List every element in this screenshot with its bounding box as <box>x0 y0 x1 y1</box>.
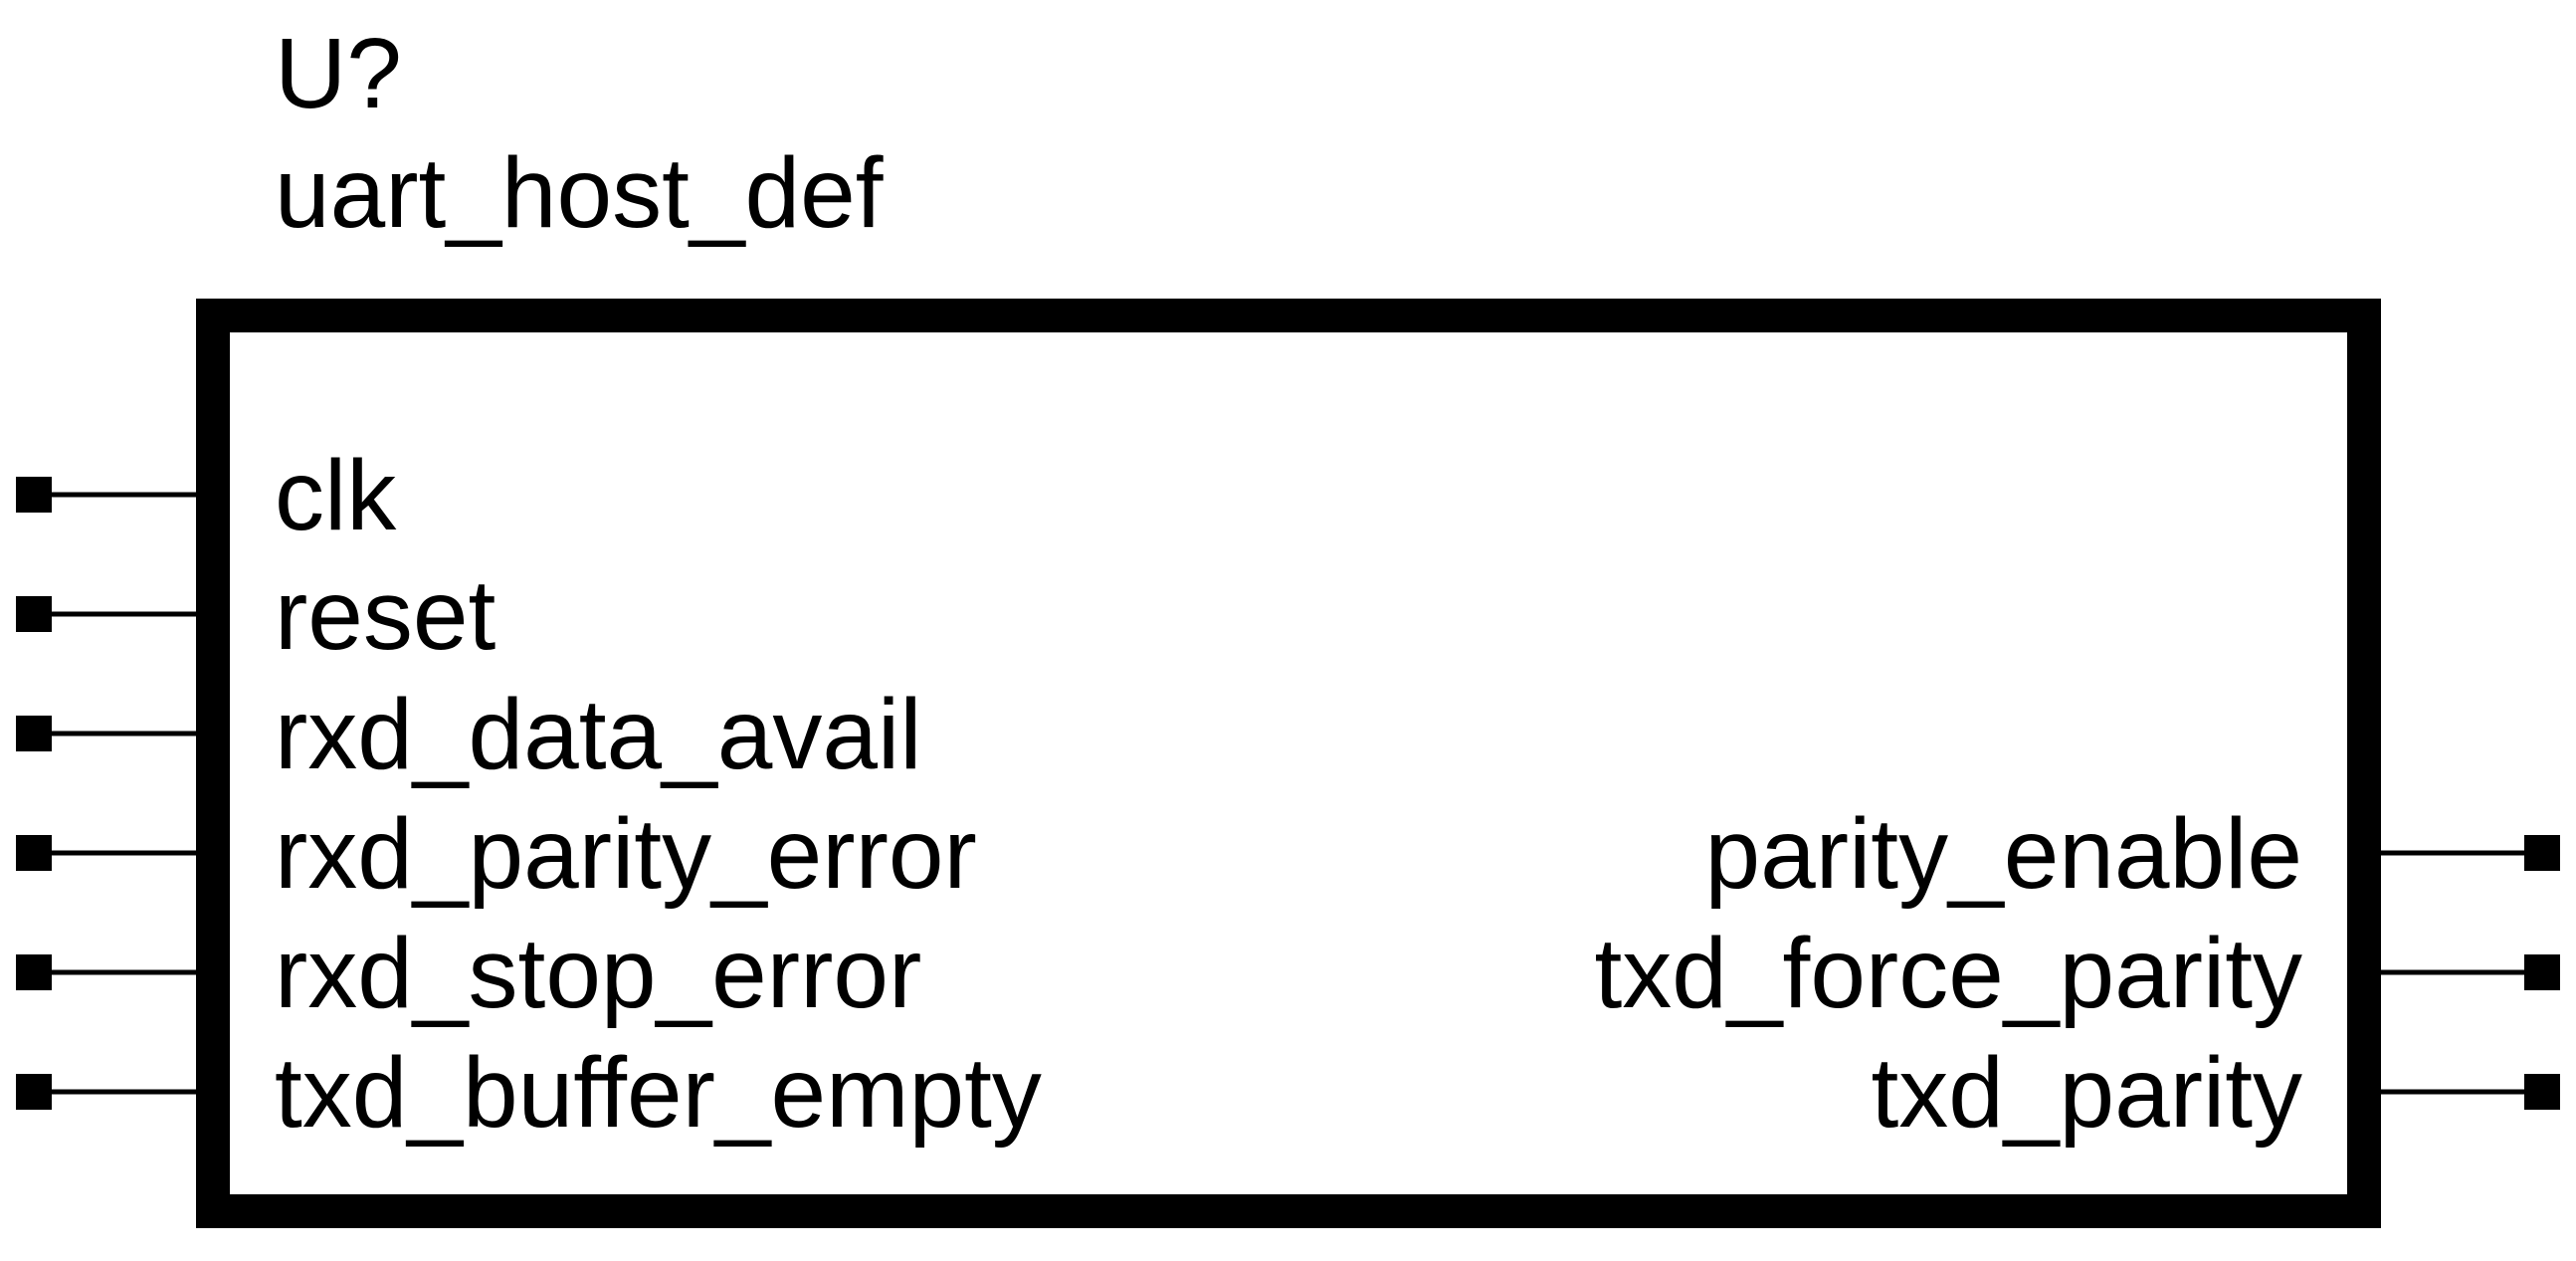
right-pin-1: txd_force_parity <box>1595 918 2560 1029</box>
left-pin-4: rxd_stop_error <box>16 918 921 1029</box>
left-pin-1: reset <box>16 559 496 671</box>
pin-label: reset <box>275 559 496 671</box>
pin-terminal-square-icon[interactable] <box>16 954 52 990</box>
component-body <box>196 299 2381 1228</box>
pin-terminal-square-icon[interactable] <box>2524 835 2560 871</box>
pin-terminal-square-icon[interactable] <box>16 477 52 513</box>
pin-terminal-square-icon[interactable] <box>16 1074 52 1110</box>
pin-label: txd_buffer_empty <box>275 1037 1042 1149</box>
pin-terminal-square-icon[interactable] <box>2524 1074 2560 1110</box>
left-pin-group: clkresetrxd_data_availrxd_parity_errorrx… <box>16 440 1042 1149</box>
left-pin-0: clk <box>16 440 397 551</box>
left-pin-2: rxd_data_avail <box>16 679 921 790</box>
pin-label: txd_force_parity <box>1595 918 2302 1029</box>
right-pin-2: txd_parity <box>1871 1037 2560 1149</box>
pin-label: rxd_data_avail <box>275 679 921 790</box>
pin-terminal-square-icon[interactable] <box>2524 954 2560 990</box>
pin-terminal-square-icon[interactable] <box>16 716 52 751</box>
pin-label: parity_enable <box>1705 798 2302 910</box>
component-name: uart_host_def <box>275 137 884 249</box>
pin-terminal-square-icon[interactable] <box>16 596 52 632</box>
pin-label: txd_parity <box>1871 1037 2302 1149</box>
left-pin-5: txd_buffer_empty <box>16 1037 1042 1149</box>
pin-label: rxd_stop_error <box>275 918 921 1029</box>
left-pin-3: rxd_parity_error <box>16 798 977 910</box>
pin-label: clk <box>275 440 397 551</box>
reference-designator: U? <box>275 18 402 129</box>
pin-label: rxd_parity_error <box>275 798 977 910</box>
pin-terminal-square-icon[interactable] <box>16 835 52 871</box>
right-pin-0: parity_enable <box>1705 798 2560 910</box>
